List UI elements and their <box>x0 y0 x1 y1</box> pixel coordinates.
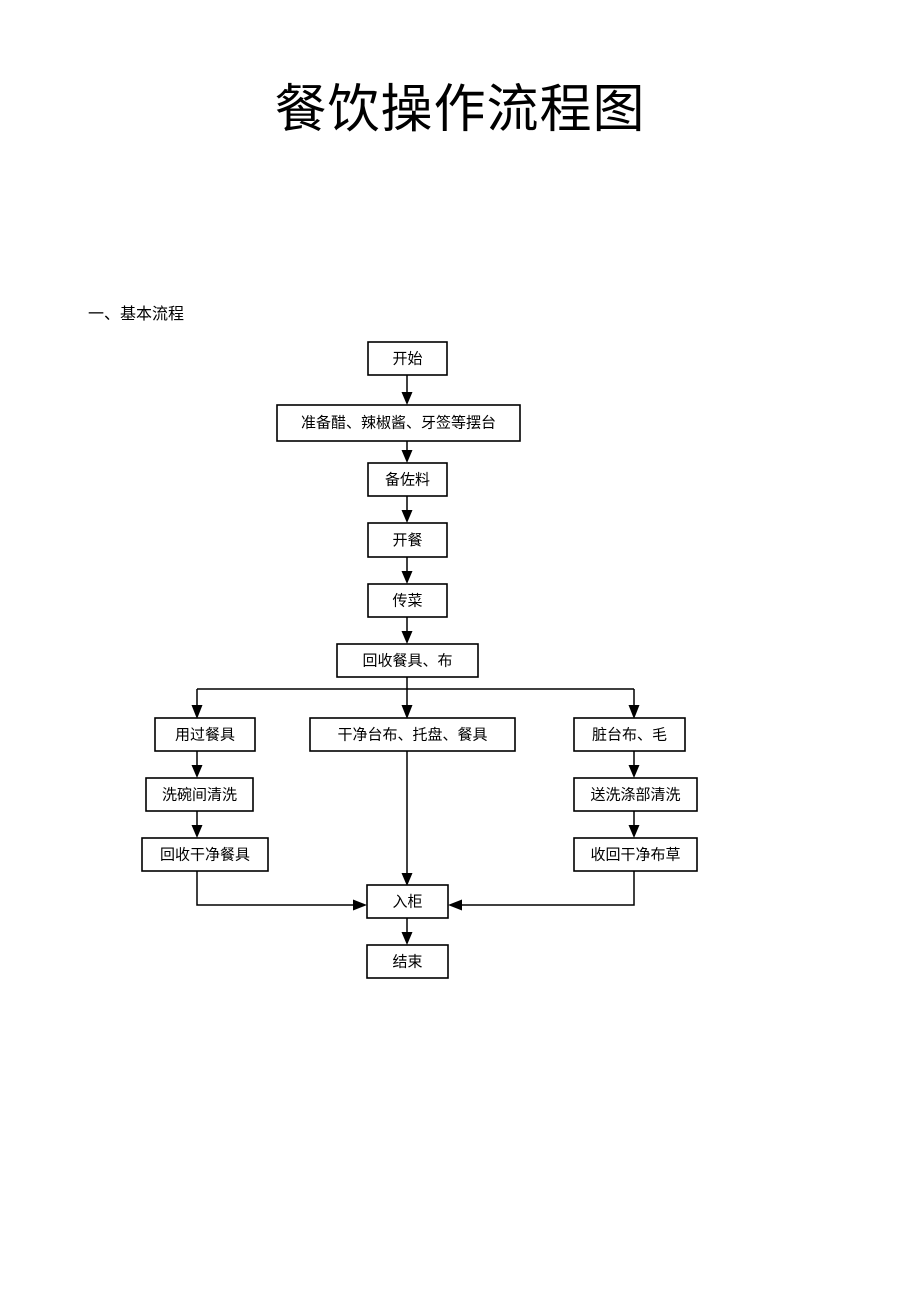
flow-node-used-tableware-label: 用过餐具 <box>175 726 235 744</box>
flow-node-store-label: 入柜 <box>392 893 422 911</box>
section-heading-basic-flow: 一、基本流程 <box>88 304 185 323</box>
edge-split-to-dirty-linen <box>628 689 640 719</box>
flow-node-laundry-wash[interactable]: 送洗涤部清洗 <box>573 777 698 812</box>
flow-node-collect-clean-label: 回收干净餐具 <box>160 846 250 864</box>
flow-node-dirty-linen[interactable]: 脏台布、毛 <box>573 717 686 752</box>
flow-node-serve-dish[interactable]: 传菜 <box>367 583 448 618</box>
flow-node-prepare[interactable]: 准备醋、辣椒酱、牙签等摆台 <box>276 404 521 442</box>
flow-node-start-label: 开始 <box>392 350 422 368</box>
flow-node-condiments-label: 备佐料 <box>385 471 430 489</box>
flow-node-laundry-wash-label: 送洗涤部清洗 <box>590 786 680 804</box>
page-title: 餐饮操作流程图 <box>274 80 646 140</box>
edge-collect-linen-to-store <box>448 871 635 911</box>
edge-clean-linen-to-store <box>401 751 413 886</box>
edge-used-tableware-to-dishroom-wash <box>191 751 203 778</box>
flow-node-collect-linen-label: 收回干净布草 <box>590 846 680 864</box>
flow-connectors <box>191 375 640 945</box>
flow-node-dishroom-wash[interactable]: 洗碗间清洗 <box>145 777 254 812</box>
flow-node-end-label: 结束 <box>392 953 422 971</box>
flow-node-serve-dish-label: 传菜 <box>392 592 422 610</box>
edge-condiments-to-open-meal <box>401 496 413 523</box>
flow-node-collect-linen[interactable]: 收回干净布草 <box>573 837 698 872</box>
flow-node-dirty-linen-label: 脏台布、毛 <box>592 726 667 744</box>
edge-serve-dish-to-recover <box>401 617 413 644</box>
edge-dirty-linen-to-laundry-wash <box>628 751 640 778</box>
flow-node-condiments[interactable]: 备佐料 <box>367 462 448 497</box>
flow-node-dishroom-wash-label: 洗碗间清洗 <box>162 786 237 804</box>
edge-recover-split-bar <box>197 677 634 690</box>
flow-node-used-tableware[interactable]: 用过餐具 <box>154 717 256 752</box>
flow-node-prepare-label: 准备醋、辣椒酱、牙签等摆台 <box>301 414 496 432</box>
flow-node-start[interactable]: 开始 <box>367 341 448 376</box>
flow-node-recover[interactable]: 回收餐具、布 <box>336 643 479 678</box>
flow-node-end[interactable]: 结束 <box>366 944 449 979</box>
edge-prepare-to-condiments <box>401 441 413 463</box>
edge-open-meal-to-serve-dish <box>401 557 413 584</box>
edge-start-to-prepare <box>401 375 413 405</box>
edge-split-to-used-tableware <box>191 689 203 719</box>
edge-store-to-end <box>401 918 413 945</box>
flow-node-clean-linen-label: 干净台布、托盘、餐具 <box>337 726 487 744</box>
flow-node-open-meal[interactable]: 开餐 <box>367 522 448 558</box>
flow-node-clean-linen[interactable]: 干净台布、托盘、餐具 <box>309 717 516 752</box>
edge-collect-clean-to-store <box>196 871 367 911</box>
edge-laundry-wash-to-collect-linen <box>628 811 640 838</box>
edge-dishroom-wash-to-collect-clean <box>191 811 203 838</box>
flow-node-store[interactable]: 入柜 <box>366 884 449 919</box>
flow-node-open-meal-label: 开餐 <box>392 531 422 549</box>
flow-nodes: 开始 准备醋、辣椒酱、牙签等摆台 备佐料 开餐 传菜 <box>141 341 698 979</box>
flow-node-recover-label: 回收餐具、布 <box>362 652 452 670</box>
flow-node-collect-clean[interactable]: 回收干净餐具 <box>141 837 269 872</box>
edge-recover-to-clean-linen <box>401 689 413 719</box>
